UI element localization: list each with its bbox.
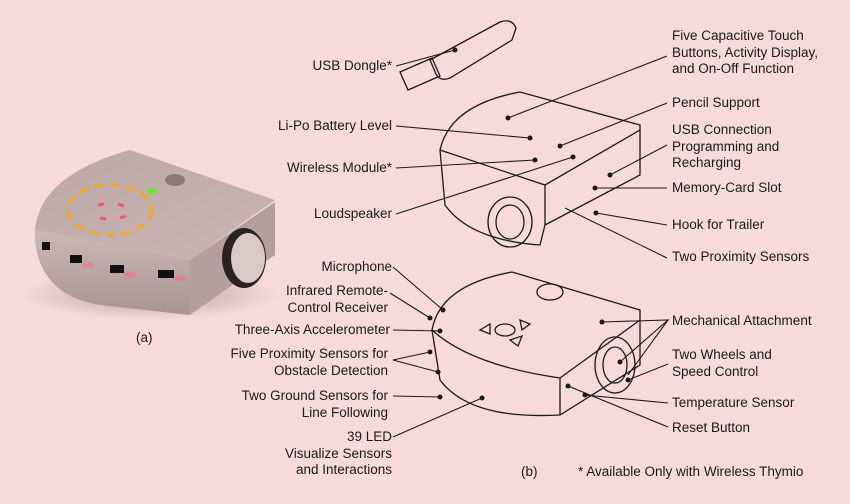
bottom-robot-wheel xyxy=(594,336,636,394)
label-ground-sensors: Two Ground Sensors for Line Following xyxy=(241,388,388,420)
leader-lines xyxy=(389,49,670,438)
led-ring xyxy=(66,183,154,237)
label-microphone: Microphone xyxy=(321,259,392,274)
bottom-robot-outline xyxy=(431,271,641,417)
label-touch-buttons: Five Capacitive Touch Buttons, Activity … xyxy=(672,28,819,76)
label-hook-for-trailer: Hook for Trailer xyxy=(672,217,765,232)
footnote: * Available Only with Wireless Thymio xyxy=(578,464,804,479)
top-robot-wheel xyxy=(487,196,533,248)
leader-dots xyxy=(427,47,631,401)
label-battery-level: Li-Po Battery Level xyxy=(277,118,392,133)
led-inner xyxy=(97,202,127,221)
usb-dongle-plug xyxy=(399,57,441,91)
side-led-glow xyxy=(82,262,186,281)
usb-dongle-drawing xyxy=(429,20,517,80)
top-robot-outline xyxy=(439,91,641,246)
label-loudspeaker: Loudspeaker xyxy=(313,206,392,221)
label-two-proximity-sensors: Two Proximity Sensors xyxy=(672,249,810,264)
robot-wheel-hub xyxy=(231,233,265,283)
label-usb-connection: USB Connection Programming and Rechargin… xyxy=(672,122,780,170)
side-leds xyxy=(42,242,174,278)
label-leds: 39 LED Visualize Sensors and Interaction… xyxy=(284,429,392,477)
label-wheels: Two Wheels and Speed Control xyxy=(672,347,772,379)
label-accelerometer: Three-Axis Accelerometer xyxy=(234,322,390,337)
label-usb-dongle: USB Dongle* xyxy=(312,58,392,73)
robot-photo xyxy=(20,150,280,320)
label-reset-button: Reset Button xyxy=(672,420,751,435)
label-pencil-support: Pencil Support xyxy=(672,95,760,110)
label-mechanical-attachment: Mechanical Attachment xyxy=(672,313,812,328)
pencil-hole xyxy=(165,174,185,186)
label-temperature-sensor: Temperature Sensor xyxy=(672,395,795,410)
label-memory-card-slot: Memory-Card Slot xyxy=(672,180,782,195)
panel-a-label: (a) xyxy=(136,330,153,345)
led-battery xyxy=(147,188,157,194)
panel-b-label: (b) xyxy=(521,464,538,479)
label-wireless-module: Wireless Module* xyxy=(286,160,392,175)
label-five-proximity-sensors: Five Proximity Sensors for Obstacle Dete… xyxy=(230,346,388,378)
label-ir-receiver: Infrared Remote- Control Receiver xyxy=(285,283,388,315)
